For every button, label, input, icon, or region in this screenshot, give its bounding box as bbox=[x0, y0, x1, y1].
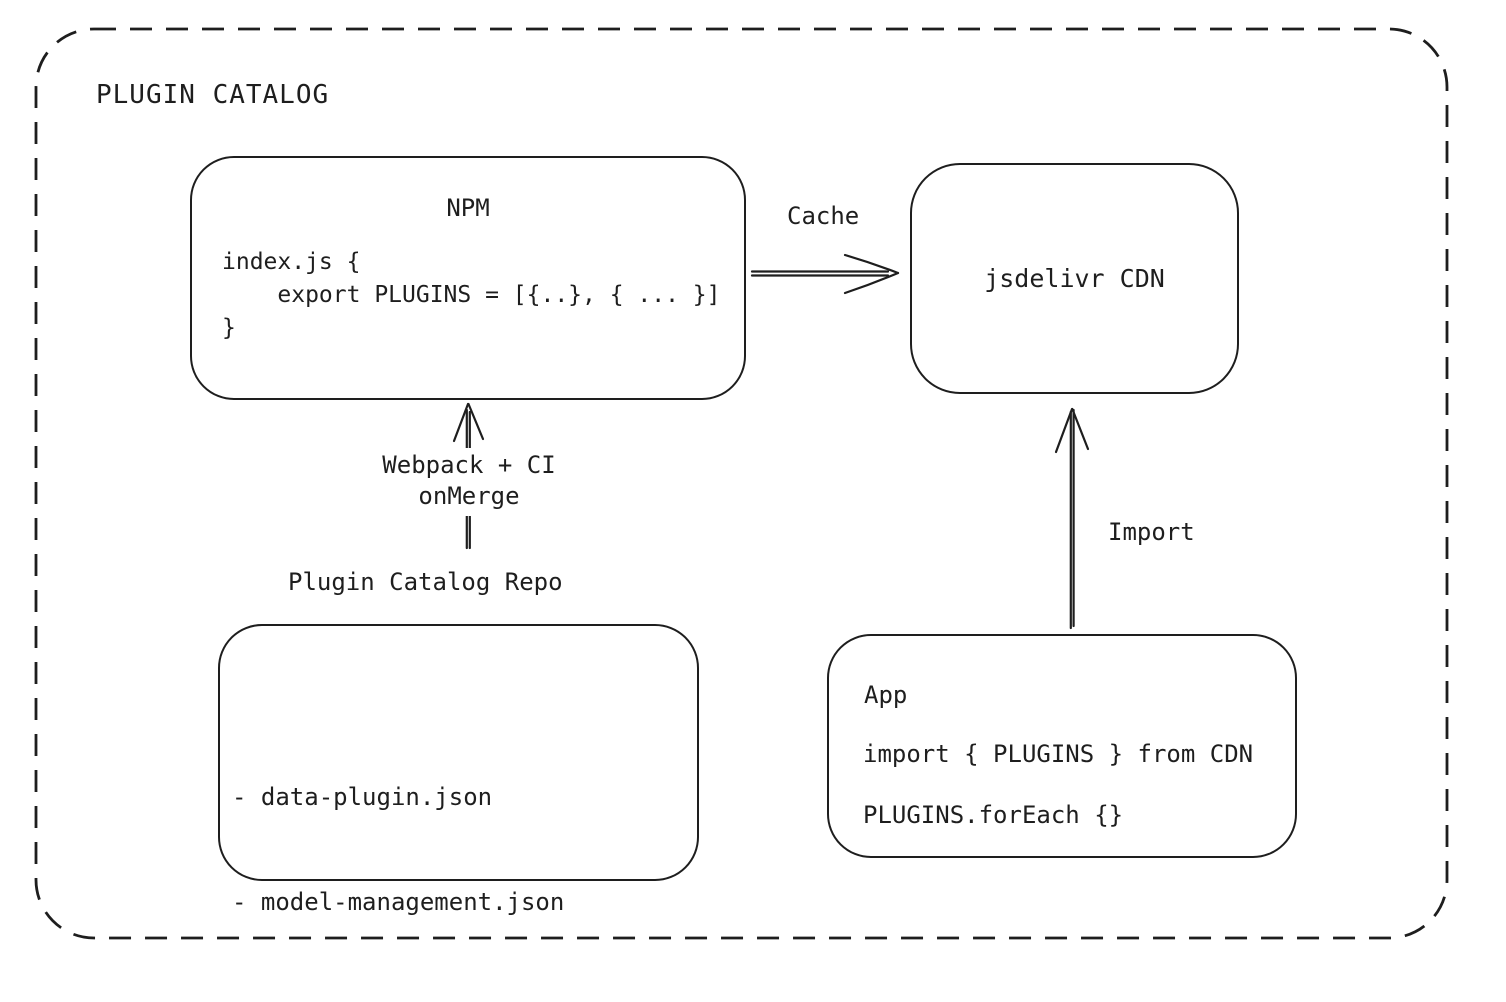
cache-arrowhead-bottom bbox=[843, 271, 900, 295]
repo-file-item: - model-management.json bbox=[232, 888, 565, 916]
repo-file-list: - data-plugin.json - model-management.js… bbox=[232, 710, 697, 1002]
npm-node-title: NPM bbox=[446, 194, 490, 222]
app-node: App import { PLUGINS } from CDN PLUGINS.… bbox=[827, 634, 1297, 858]
app-node-title: App bbox=[864, 681, 908, 709]
import-arrowhead-left bbox=[1054, 407, 1074, 454]
repo-node: - data-plugin.json - model-management.js… bbox=[218, 624, 699, 1002]
repo-node-label: Plugin Catalog Repo bbox=[288, 568, 563, 596]
app-foreach-line: PLUGINS.forEach {} bbox=[863, 801, 1124, 829]
diagram-title: PLUGIN CATALOG bbox=[96, 80, 330, 110]
import-arrow bbox=[1054, 407, 1090, 630]
npm-node: NPM index.js { export PLUGINS = [{..}, {… bbox=[190, 156, 746, 400]
cache-edge-label: Cache bbox=[787, 202, 860, 230]
cdn-node-label: jsdelivr CDN bbox=[984, 264, 1165, 293]
cdn-node: jsdelivr CDN bbox=[910, 163, 1239, 394]
build-arrowhead-left bbox=[452, 402, 470, 443]
npm-node-code: index.js { export PLUGINS = [{..}, { ...… bbox=[222, 249, 721, 341]
build-arrowhead-right bbox=[467, 402, 485, 441]
app-import-line: import { PLUGINS } from CDN bbox=[863, 740, 1254, 768]
repo-file-item: - data-plugin.json bbox=[232, 783, 493, 811]
cache-arrowhead-top bbox=[843, 253, 900, 275]
build-edge-label: Webpack + CI onMerge bbox=[350, 448, 588, 516]
import-edge-label: Import bbox=[1108, 518, 1195, 546]
cache-arrow bbox=[750, 253, 900, 295]
import-arrowhead-right bbox=[1071, 407, 1090, 451]
repo-file-item-ellipsis: ... bbox=[232, 990, 697, 1002]
